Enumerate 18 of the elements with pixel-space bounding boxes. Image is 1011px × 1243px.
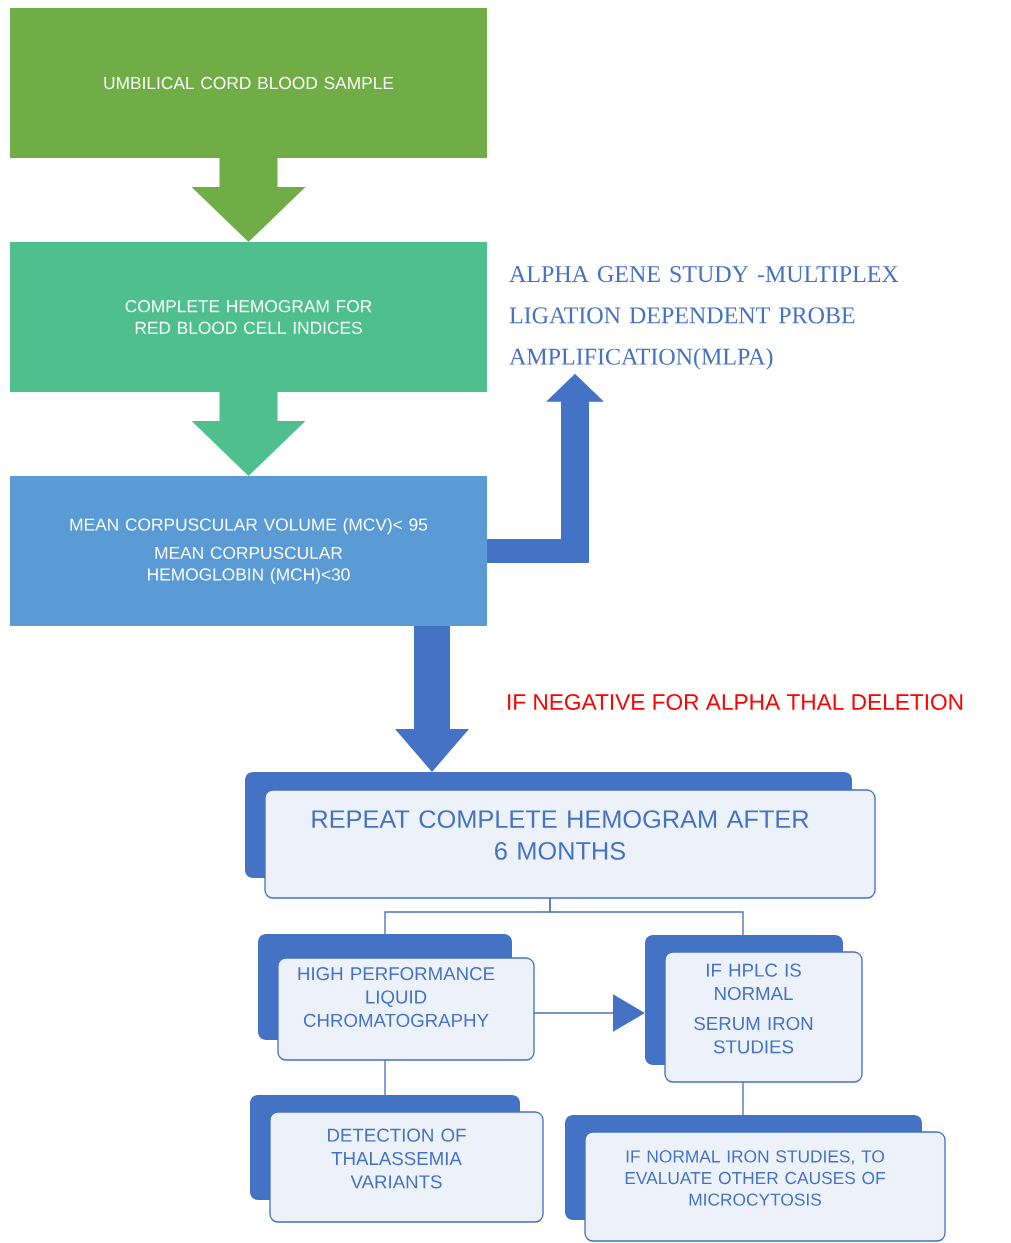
process-box: DETECTION OF THALASSEMIA VARIANTS bbox=[250, 1095, 544, 1223]
block-arrow bbox=[487, 373, 604, 563]
edge-label: IF NEGATIVE FOR ALPHA THAL DELETION bbox=[503, 691, 967, 713]
block-arrow bbox=[191, 392, 306, 476]
block-arrow bbox=[191, 158, 306, 242]
process-text: ALPHA GENE STUDY -MULTIPLEX LIGATION DEPENDENT PROBE AMPLIFICATION(MLPA) bbox=[509, 266, 899, 370]
process-box: REPEAT COMPLETE HEMOGRAM AFTER 6 MONTHS bbox=[245, 772, 876, 899]
process-box: IF HPLC IS NORMAL SERUM IRON STUDIES bbox=[645, 935, 863, 1083]
process-box: COMPLETE HEMOGRAM FOR RED BLOOD CELL INDICES bbox=[10, 242, 487, 392]
block-arrow bbox=[395, 626, 469, 772]
process-box: MEAN CORPUSCULAR VOLUME (MCV)< 95 MEAN CORPUSCULAR HEMOGLOBIN (MCH)<30 bbox=[10, 476, 487, 626]
process-box: IF NORMAL IRON STUDIES, TO EVALUATE OTHER CAUSES OF MICROCYTOSIS bbox=[565, 1115, 946, 1242]
process-box: UMBILICAL CORD BLOOD SAMPLE bbox=[10, 8, 487, 158]
connector-line bbox=[549, 897, 744, 936]
arrow bbox=[533, 994, 645, 1032]
connector-line bbox=[384, 1059, 386, 1096]
connector-line bbox=[742, 1081, 744, 1116]
process-box: HIGH PERFORMANCE LIQUID CHROMATOGRAPHY bbox=[258, 934, 535, 1061]
